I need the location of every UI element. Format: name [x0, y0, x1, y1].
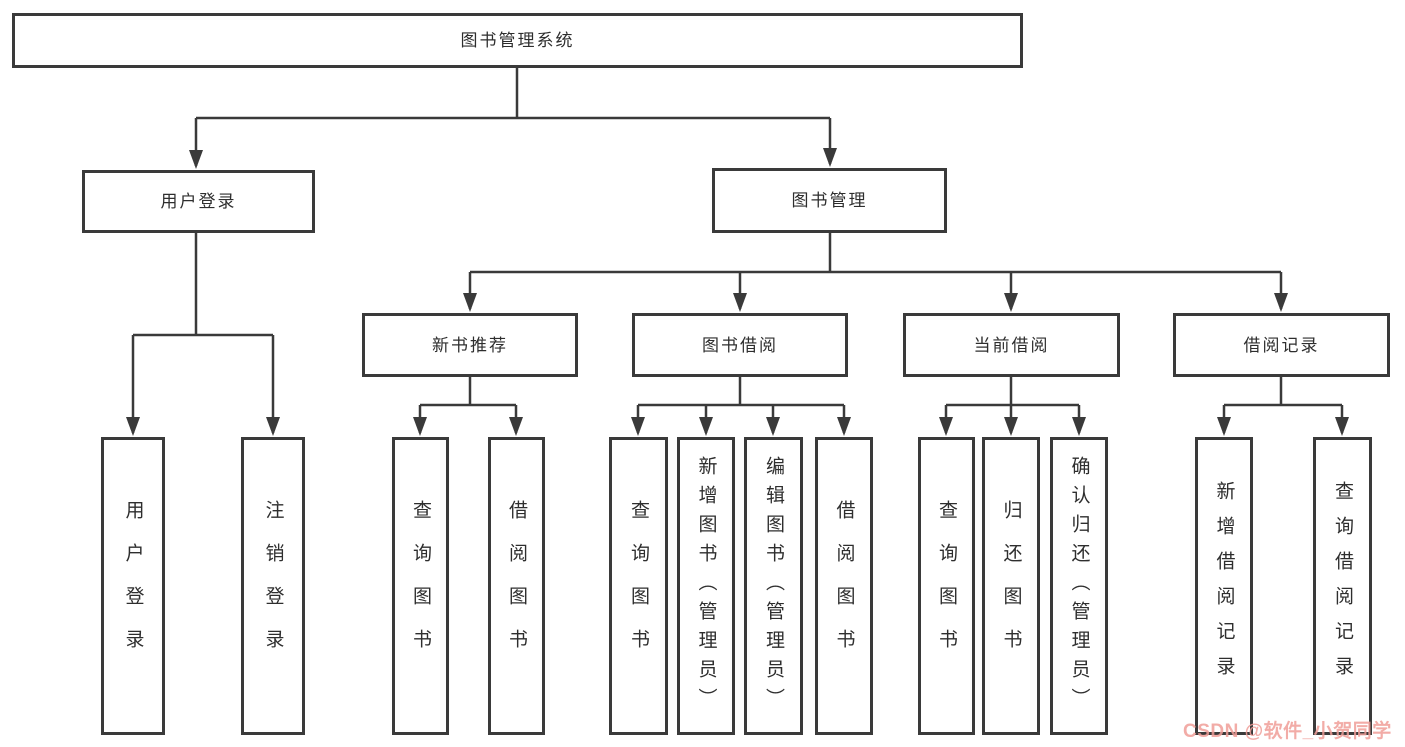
- leaf-query-books-recommend: 查询图书: [392, 437, 449, 735]
- leaf-query-books-borrow: 查询图书: [609, 437, 668, 735]
- node-current-borrow: 当前借阅: [903, 313, 1120, 377]
- connector-user-login-to-leaves: [126, 233, 280, 436]
- connector-book-borrow-to-leaves: [631, 377, 851, 436]
- leaf-add-book-admin: 新增图书（管理员）: [677, 437, 735, 735]
- leaf-borrow-books: 借阅图书: [815, 437, 873, 735]
- leaf-edit-book-admin: 编辑图书（管理员）: [744, 437, 803, 735]
- node-borrow-records: 借阅记录: [1173, 313, 1390, 377]
- node-book-borrow: 图书借阅: [632, 313, 848, 377]
- leaf-return-book: 归还图书: [982, 437, 1040, 735]
- watermark: CSDN @软件_小贺同学: [1183, 721, 1392, 742]
- leaf-confirm-return-admin: 确认归还（管理员）: [1050, 437, 1108, 735]
- node-user-login: 用户登录: [82, 170, 315, 233]
- connector-new-book-recommend-to-leaves: [413, 377, 523, 436]
- leaf-query-borrow-record: 查询借阅记录: [1313, 437, 1372, 735]
- node-root: 图书管理系统: [12, 13, 1023, 68]
- leaf-query-books-current: 查询图书: [918, 437, 975, 735]
- connector-current-borrow-to-leaves: [939, 377, 1086, 436]
- connector-root-to-level2: [189, 68, 837, 169]
- leaf-borrow-books-recommend: 借阅图书: [488, 437, 545, 735]
- leaf-logout: 注销登录: [241, 437, 305, 735]
- connector-borrow-records-to-leaves: [1217, 377, 1349, 436]
- leaf-add-borrow-record: 新增借阅记录: [1195, 437, 1253, 735]
- node-new-book-recommend: 新书推荐: [362, 313, 578, 377]
- leaf-user-login: 用户登录: [101, 437, 165, 735]
- node-book-management: 图书管理: [712, 168, 947, 233]
- connector-book-management-to-level3: [463, 233, 1288, 312]
